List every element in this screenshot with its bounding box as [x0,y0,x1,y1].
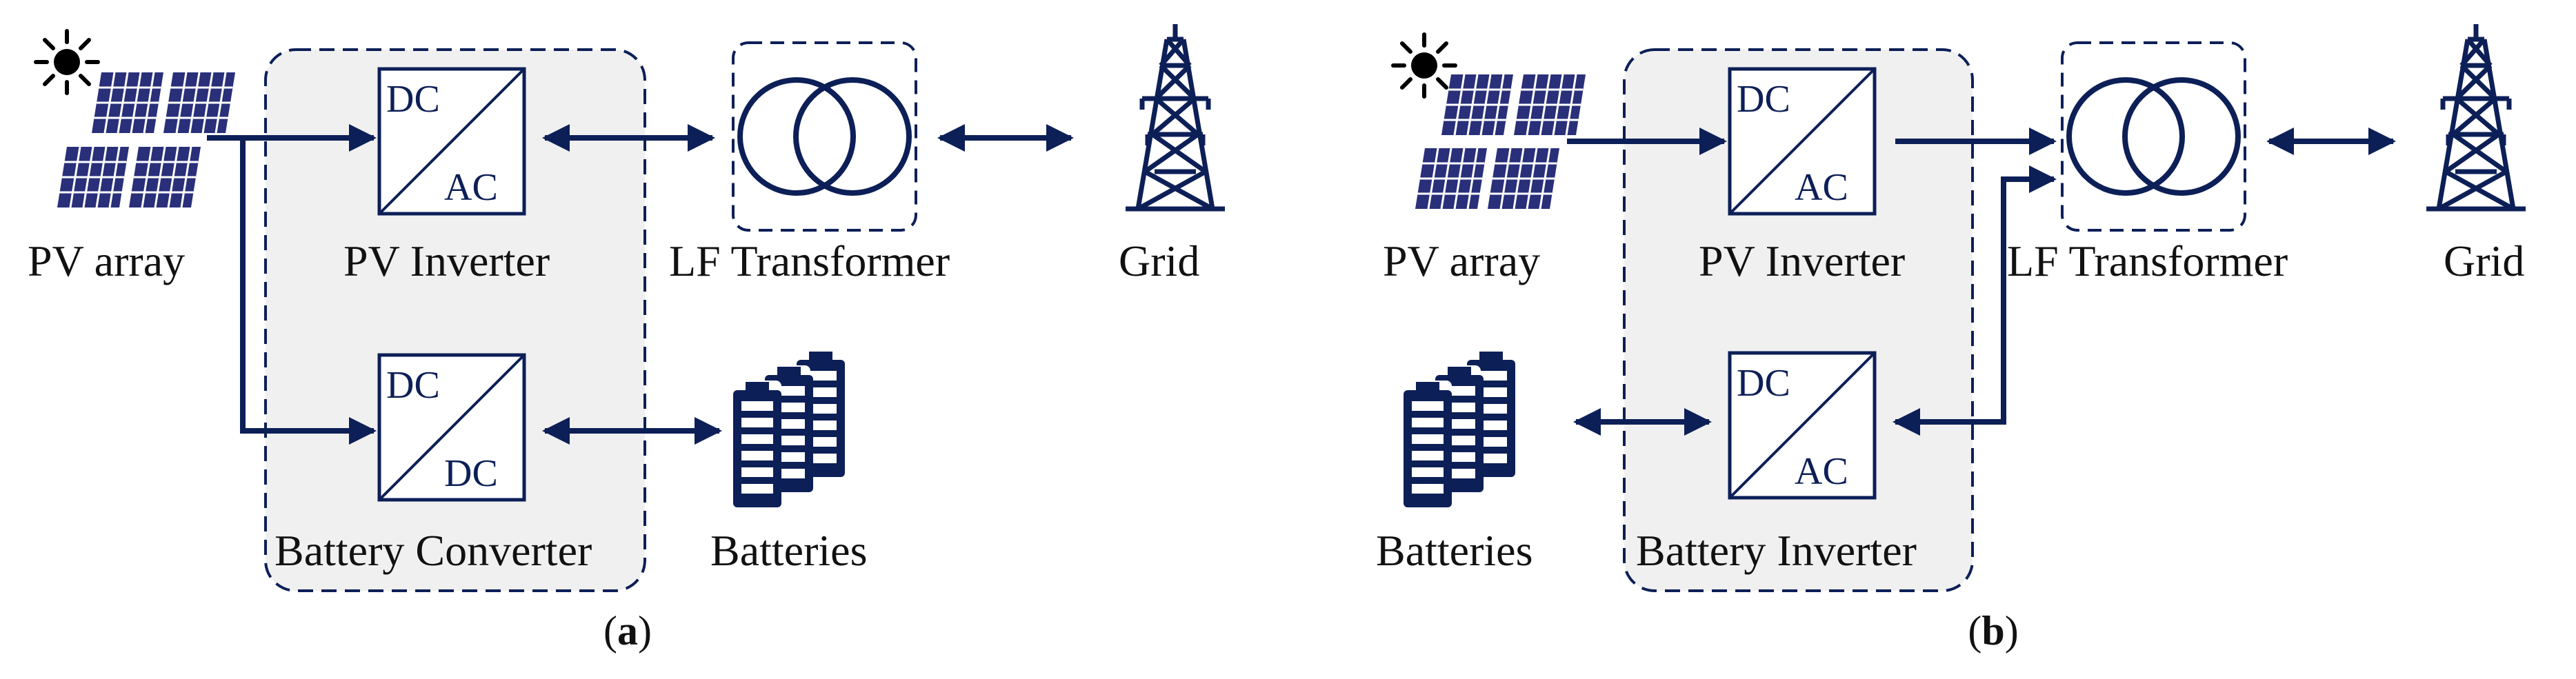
connectors-a [207,124,1074,445]
pv-inverter-label-b: PV Inverter [1699,236,1905,285]
batteries-label-b: Batteries [1376,526,1532,575]
diagram-a: PV array DC AC PV Inverter DC DC Battery… [28,24,1225,653]
diagram-b: PV array DC AC PV Inverter DC AC Battery… [1376,24,2526,653]
battery-inverter-top-b: DC [1737,362,1790,405]
pv-inverter-label-a: PV Inverter [343,236,550,285]
solar-panel-icon [1512,73,1587,136]
pv-inverter-block-b: DC AC [1728,67,1877,216]
transformer-icon [737,77,912,196]
solar-panel-icon [162,71,237,134]
transformer-icon [2066,77,2241,196]
solar-panel-icon [56,145,130,209]
solar-panel-icon [1414,147,1488,210]
battery-inverter-bottom-b: AC [1795,450,1848,493]
battery-inverter-block-b: DC AC [1728,351,1877,500]
solar-panel-icon [1486,147,1561,210]
caption-a: (a) [603,608,652,653]
transformer-label-a: LF Transformer [669,236,950,285]
battery-converter-label-a: Battery Converter [274,526,592,575]
pv-inverter-top-b: DC [1737,78,1790,121]
battery-converter-top-a: DC [386,364,440,407]
battery-inverter-label-b: Battery Inverter [1636,526,1917,575]
battery-stack-icon [730,352,845,509]
connectors-b [1567,128,2396,436]
pv-array-label-a: PV array [28,236,185,285]
pv-inverter-top-a: DC [386,78,440,121]
pv-inverter-block-a: DC AC [377,67,526,216]
batteries-label-a: Batteries [710,526,867,575]
pv-inverter-bottom-b: AC [1795,166,1848,209]
transformer-b [2061,41,2246,232]
pv-array-b [1393,34,1587,210]
transformer-label-b: LF Transformer [2007,236,2288,285]
transformer-a [732,41,917,232]
pv-inverter-bottom-a: AC [444,166,498,209]
sun-icon [1393,34,1455,97]
grid-label-b: Grid [2444,236,2524,285]
battery-converter-bottom-a: DC [444,452,498,495]
battery-stack-icon [1401,352,1515,509]
sun-icon [36,31,98,93]
transmission-tower-icon [1126,24,1225,209]
solar-panel-icon [1440,73,1515,136]
grid-label-a: Grid [1119,236,1199,285]
caption-b: (b) [1968,608,2018,653]
pv-array-label-b: PV array [1383,236,1540,285]
battery-converter-block-a: DC DC [377,353,526,502]
pv-array-a [36,31,237,209]
solar-panel-icon [128,145,202,209]
transmission-tower-icon [2426,24,2526,209]
converter-group-a [264,48,646,592]
solar-panel-icon [90,71,165,134]
